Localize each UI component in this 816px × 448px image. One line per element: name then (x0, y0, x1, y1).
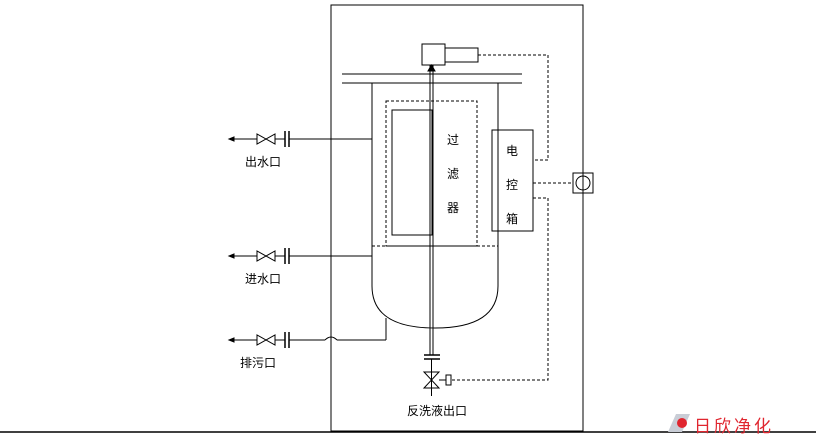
filter-label-char: 滤 (446, 167, 459, 181)
filter-label-char: 器 (446, 201, 459, 215)
drain-valve-icon (256, 334, 276, 346)
control-wiring (451, 54, 573, 381)
control-box-label: 电 控 箱 (505, 134, 519, 236)
brand-watermark: 日欣净化 (664, 412, 774, 437)
motor-body (421, 43, 446, 66)
backwash-valve-actuator (445, 374, 452, 386)
outlet-pipe (227, 131, 372, 147)
outer-frame (330, 4, 584, 432)
filter-housing (385, 100, 478, 247)
sensor-icon (575, 175, 591, 191)
control-box-label-char: 控 (505, 178, 518, 192)
inlet-pipe (227, 248, 372, 264)
inlet-label: 进水口 (245, 272, 282, 286)
sensor-box (572, 172, 594, 194)
brand-name: 日欣净化 (694, 416, 774, 437)
filter-label: 过 滤 器 (446, 123, 460, 225)
drain-pipe (227, 318, 387, 348)
motor-head (444, 47, 479, 63)
inlet-valve-icon (256, 250, 276, 262)
drain-label: 排污口 (240, 356, 277, 370)
outlet-valve-icon (256, 133, 276, 145)
backwash-valve-icon (422, 371, 441, 389)
control-box-label-char: 电 (505, 144, 518, 158)
filter-label-char: 过 (446, 133, 459, 147)
backwash-outlet-label: 反洗液出口 (407, 404, 468, 418)
outlet-label: 出水口 (245, 155, 282, 169)
control-box-label-char: 箱 (505, 212, 518, 226)
filter-element (391, 109, 433, 236)
control-box (491, 129, 534, 232)
shaft-arrow (427, 64, 436, 72)
brand-logo-icon (668, 414, 690, 432)
filter-tank (371, 83, 499, 329)
